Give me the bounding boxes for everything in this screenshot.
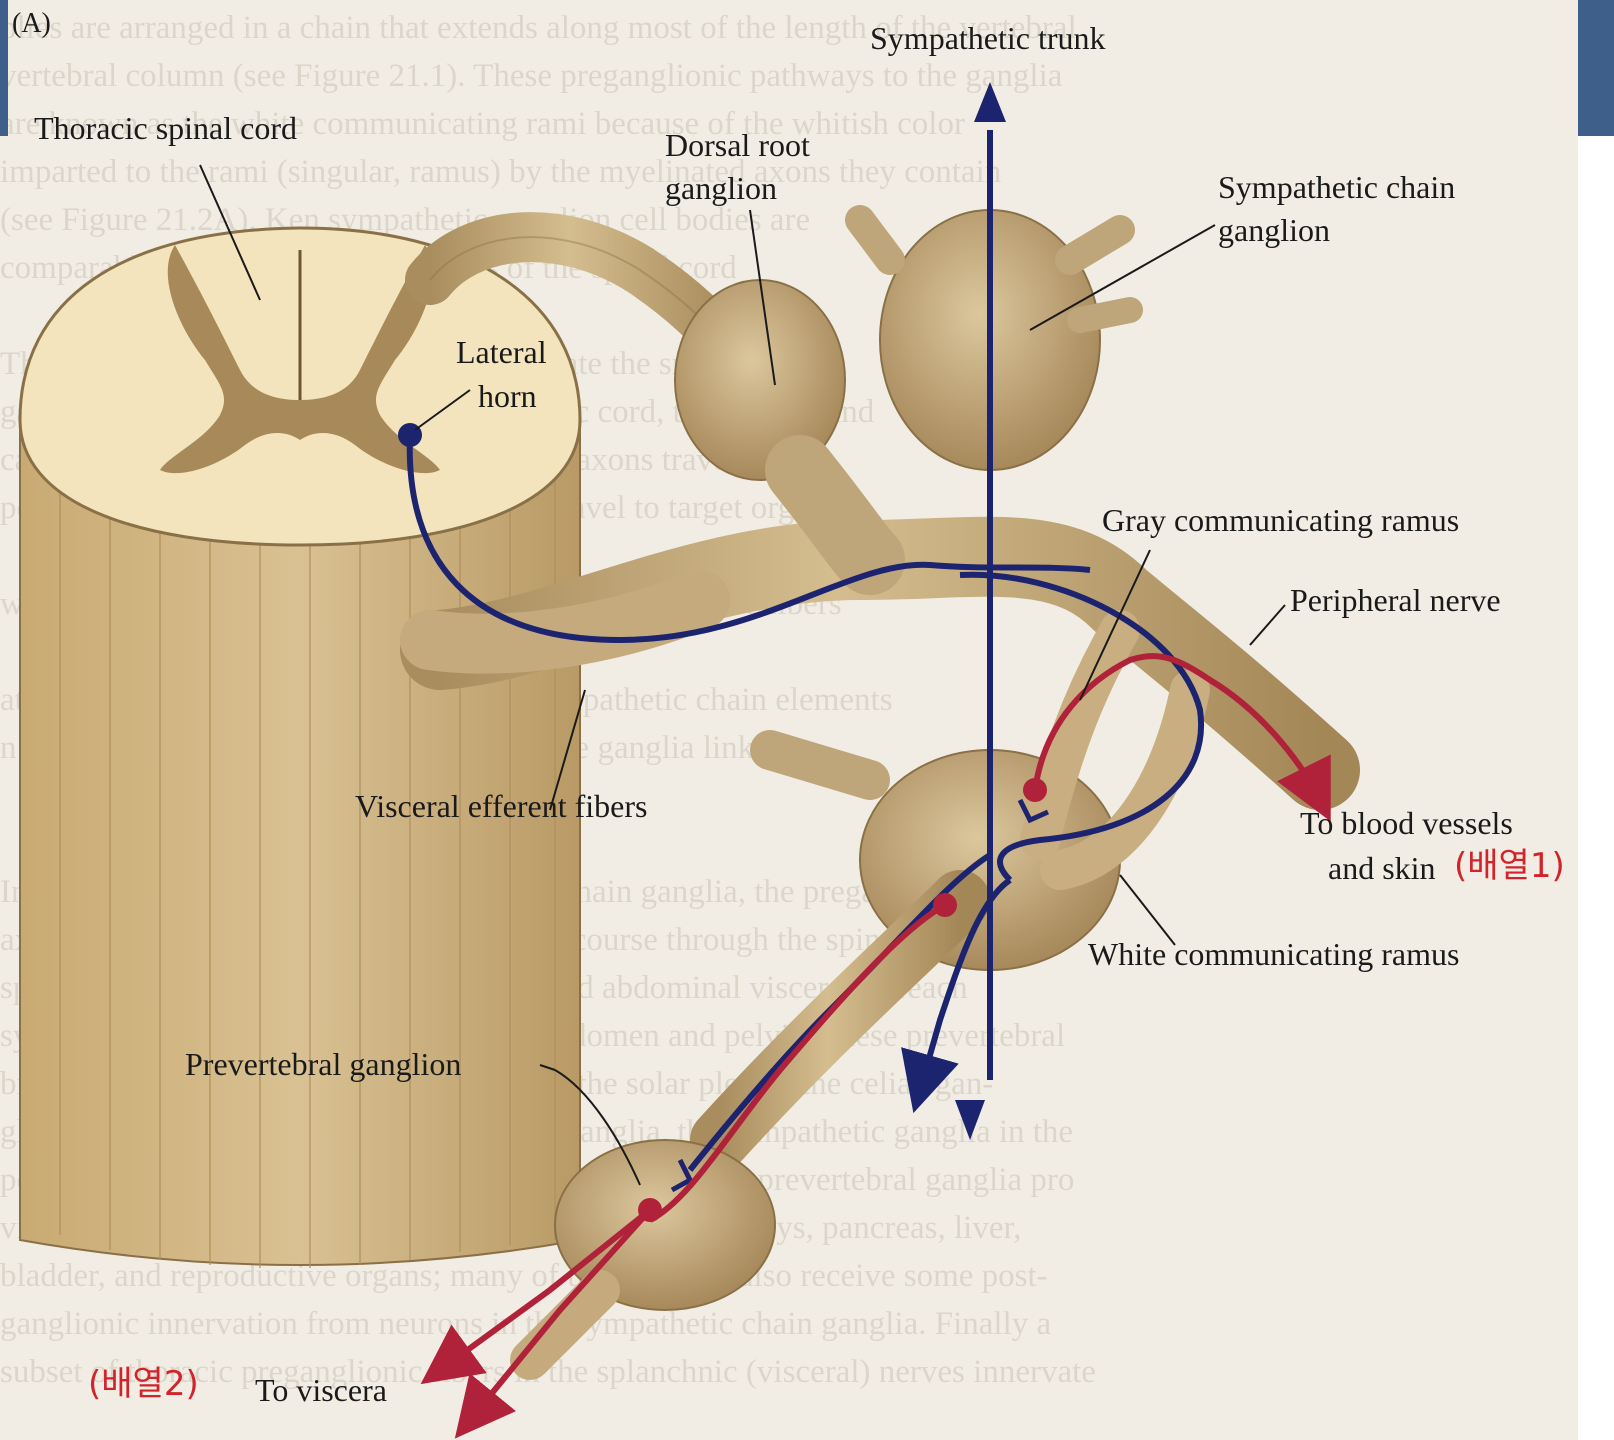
label-dorsal-root-ganglion-line1: Dorsal root <box>665 125 810 165</box>
label-sympathetic-trunk: Sympathetic trunk <box>870 18 1106 58</box>
label-lateral-horn-line2: horn <box>478 376 537 416</box>
label-to-blood-vessels-line2: and skin <box>1328 848 1436 888</box>
label-sympathetic-chain-ganglion-line1: Sympathetic chain <box>1218 167 1455 207</box>
accent-bar-right <box>1578 0 1614 136</box>
figure-panel: plies are arranged in a chain that exten… <box>0 0 1578 1440</box>
sympathetic-trunk-arrow-down <box>955 1100 985 1140</box>
label-prevertebral-ganglion: Prevertebral ganglion <box>185 1044 461 1084</box>
accent-bar-left <box>0 0 8 136</box>
sympathetic-trunk-arrow-up <box>974 82 1006 122</box>
label-to-viscera: To viscera <box>255 1370 387 1410</box>
diagram-illustration <box>0 0 1578 1440</box>
label-white-communicating-ramus: White communicating ramus <box>1088 934 1459 974</box>
label-gray-communicating-ramus: Gray communicating ramus <box>1102 500 1459 540</box>
label-dorsal-root-ganglion-line2: ganglion <box>665 168 777 208</box>
annotation-array1: (배열1) <box>1454 846 1565 886</box>
label-lateral-horn-line1: Lateral <box>456 332 547 372</box>
label-to-blood-vessels-line1: To blood vessels <box>1300 803 1513 843</box>
annotation-array2: (배열2) <box>88 1364 199 1404</box>
label-sympathetic-chain-ganglion-line2: ganglion <box>1218 210 1330 250</box>
panel-label: (A) <box>12 4 51 44</box>
label-peripheral-nerve: Peripheral nerve <box>1290 580 1501 620</box>
label-visceral-efferent-fibers: Visceral efferent fibers <box>355 786 647 826</box>
label-thoracic-spinal-cord: Thoracic spinal cord <box>34 108 297 148</box>
